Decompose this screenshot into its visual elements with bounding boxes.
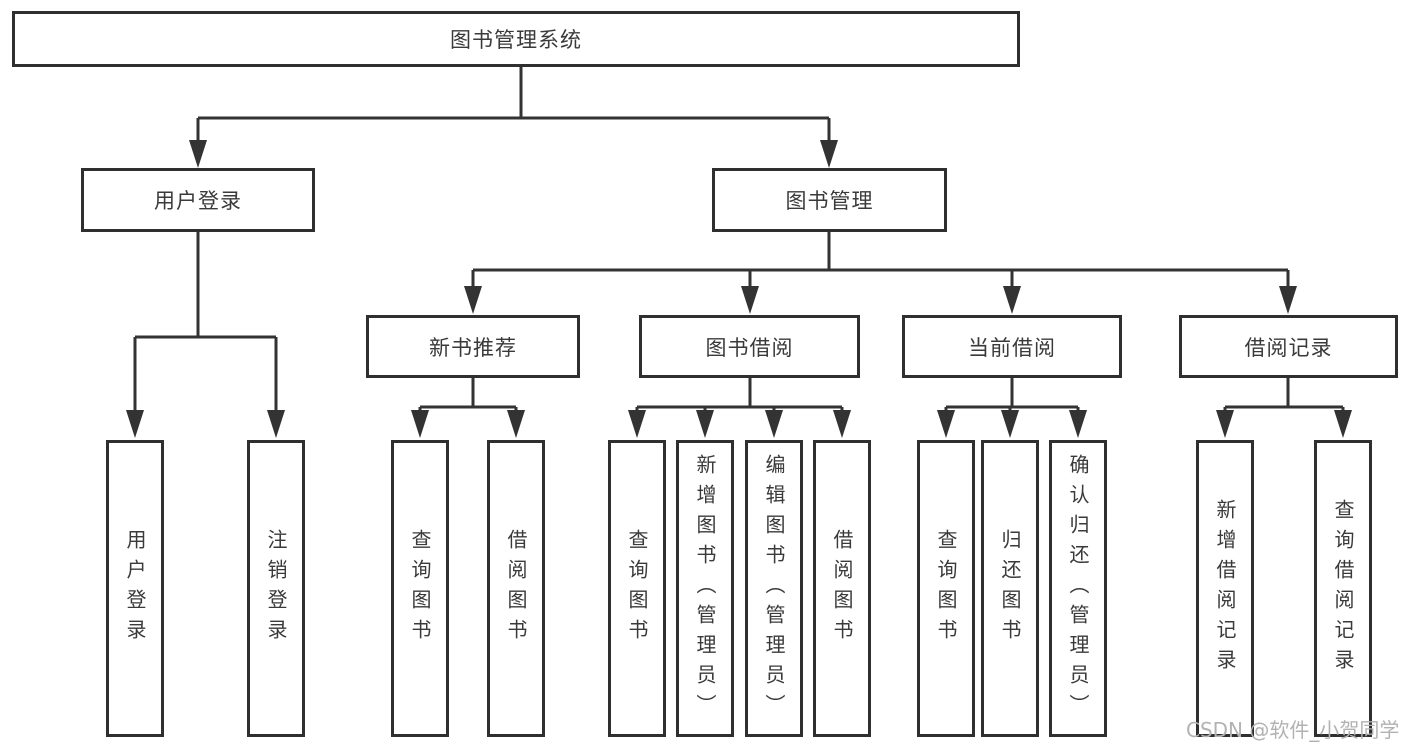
leaf-borrow-books-borrowing: 借阅图书 [813,440,871,737]
node-user-login: 用户登录 [81,168,315,232]
leaf-borrow-books-recommend: 借阅图书 [487,440,545,737]
leaf-logout: 注销登录 [247,440,305,737]
node-borrowing-records: 借阅记录 [1179,315,1398,378]
node-current-borrowing: 当前借阅 [902,315,1122,378]
leaf-label: 归还图书 [998,528,1022,649]
node-new-book-recommendation: 新书推荐 [366,315,580,378]
node-library-management-system: 图书管理系统 [12,11,1020,67]
node-book-management: 图书管理 [712,168,947,232]
leaf-search-books-borrowing: 查询图书 [608,440,666,737]
leaf-add-borrow-record: 新增借阅记录 [1196,440,1254,737]
leaf-label: 用户登录 [123,528,147,649]
leaf-label: 新增借阅记录 [1213,498,1237,679]
leaf-label: 查询图书 [625,528,649,649]
leaf-label: 编辑图书（管理员） [762,453,786,724]
leaf-confirm-return-admin: 确认归还（管理员） [1049,440,1107,737]
leaf-edit-book-admin: 编辑图书（管理员） [745,440,803,737]
leaf-search-borrow-record: 查询借阅记录 [1314,440,1372,737]
arrowheads [126,140,1352,438]
leaf-add-book-admin: 新增图书（管理员） [676,440,734,737]
leaf-label: 查询图书 [934,528,958,649]
leaf-label: 注销登录 [264,528,288,649]
leaf-user-login: 用户登录 [106,440,164,737]
leaf-label: 确认归还（管理员） [1066,453,1090,724]
leaf-label: 查询借阅记录 [1331,498,1355,679]
node-book-borrowing: 图书借阅 [639,315,860,378]
leaf-label: 查询图书 [408,528,432,649]
leaf-label: 借阅图书 [504,528,528,649]
leaf-search-books-recommend: 查询图书 [391,440,449,737]
leaf-return-books: 归还图书 [981,440,1039,737]
watermark: CSDN @软件_小贺同学 [1186,718,1400,742]
leaf-search-books-current: 查询图书 [917,440,975,737]
leaf-label: 新增图书（管理员） [693,453,717,724]
leaf-label: 借阅图书 [830,528,854,649]
